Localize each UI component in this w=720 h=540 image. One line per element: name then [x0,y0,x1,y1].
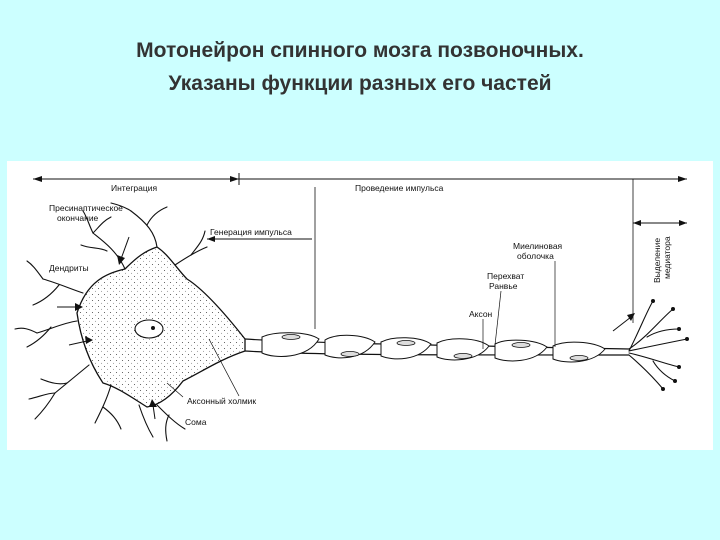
nucleolus [151,326,155,330]
label-presynaptic-line1: Пресинаптическое [49,203,123,213]
axon-terminals [628,300,688,390]
slide-title: Мотонейрон спинного мозга позвоночных. У… [0,34,720,100]
terminal-boutons [651,299,689,391]
neuron-diagram: Интеграция Проведение импульса Пресинапт… [14,173,689,442]
label-transmitter-line1: Выделение [652,238,662,283]
label-soma: Сома [185,417,207,427]
label-axon-hillock: Аксонный холмик [187,396,256,406]
integration-range-arrow [33,173,240,185]
soma [76,246,246,408]
schwann-nuclei [281,334,589,361]
myelin-sheath [261,332,606,363]
nucleus [134,319,164,339]
label-ranvier-line1: Перехват [487,271,524,281]
label-axon: Аксон [469,309,493,319]
label-myelin-line2: оболочка [517,251,554,261]
label-conduction: Проведение импульса [355,183,444,193]
impulse-generation-arrow [207,236,312,242]
label-transmitter-line2: медиатора [662,236,672,279]
terminal-output-arrow [612,313,635,332]
conduction-range-arrow [239,176,687,182]
title-line-1: Мотонейрон спинного мозга позвоночных. [136,39,584,62]
synaptic-input-arrows [57,236,157,420]
transmitter-range-arrow [633,220,687,226]
label-dendrites: Дендриты [49,263,89,273]
label-integration: Интеграция [111,183,157,193]
label-presynaptic-line2: окончание [57,213,99,223]
dendrites [14,202,208,442]
label-myelin-line1: Миелиновая [513,241,563,251]
label-pointers [166,261,556,398]
title-line-2: Указаны функции разных его частей [168,72,552,95]
neuron-diagram-panel: Интеграция Проведение импульса Пресинапт… [7,161,713,450]
label-impulse-generation: Генерация импульса [210,227,292,237]
label-ranvier-line2: Ранвье [489,281,518,291]
